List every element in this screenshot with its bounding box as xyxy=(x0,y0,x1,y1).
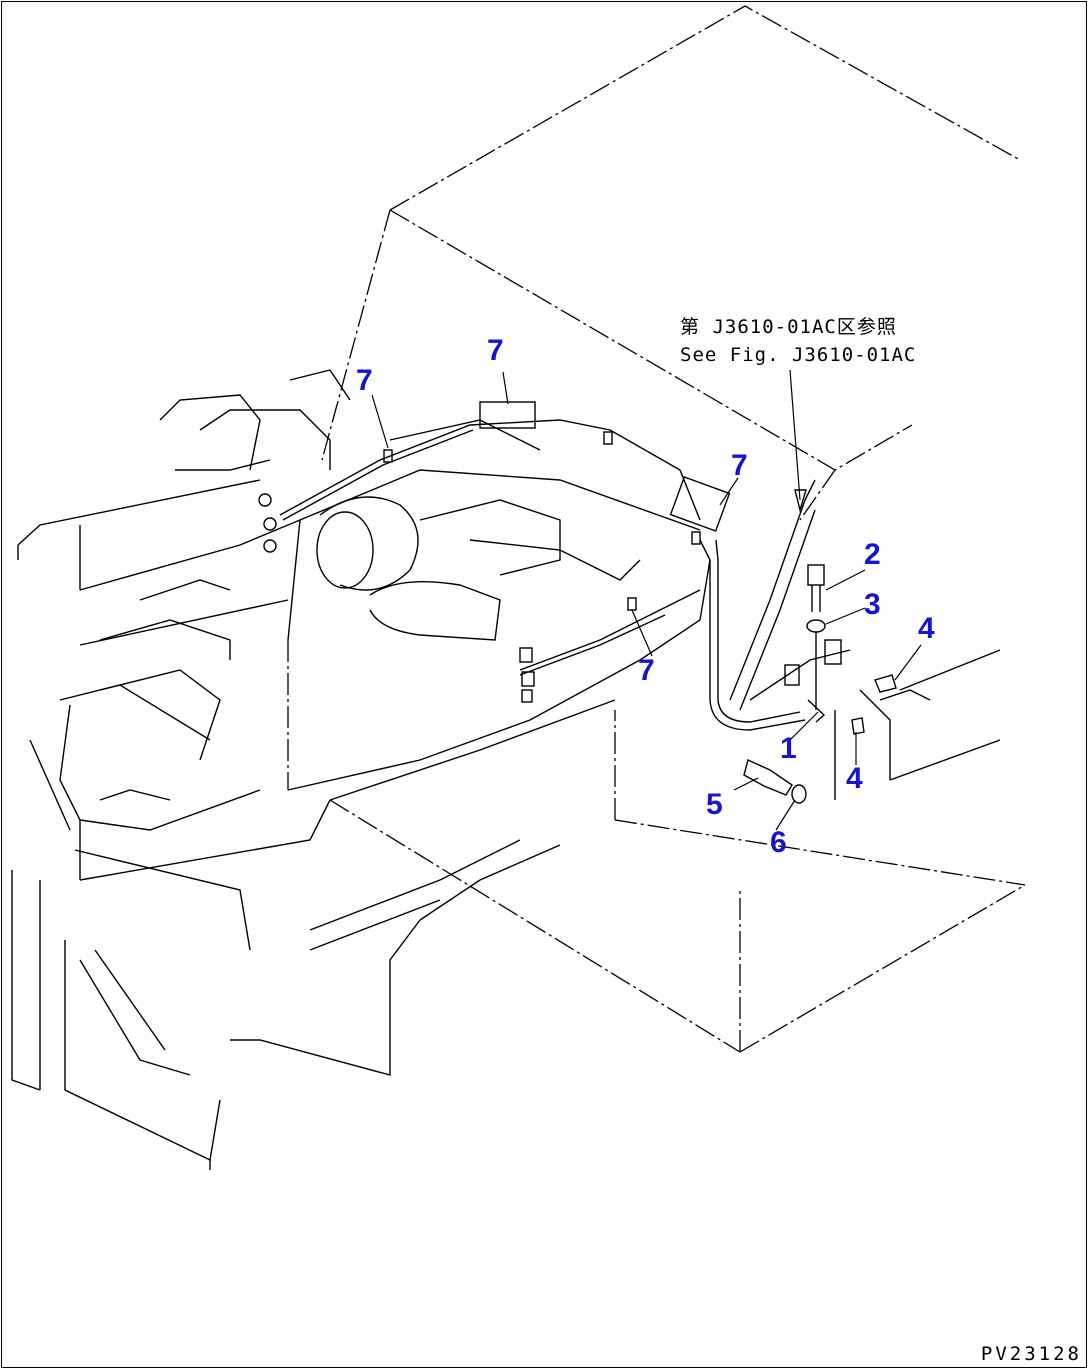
callout-2[interactable]: 2 xyxy=(864,538,881,571)
hardware-parts xyxy=(743,564,897,804)
leader-lines xyxy=(371,369,922,831)
wiring-harness xyxy=(279,419,851,731)
callout-7-left[interactable]: 7 xyxy=(356,364,373,397)
callout-5[interactable]: 5 xyxy=(706,788,723,821)
engine-frame-outline xyxy=(11,479,561,1170)
callout-4-upper[interactable]: 4 xyxy=(918,612,935,645)
engine-body xyxy=(99,369,731,801)
mounting-bracket xyxy=(834,649,1001,800)
reference-note-english: See Fig. J3610-01AC xyxy=(680,344,917,366)
callout-7-right[interactable]: 7 xyxy=(731,449,748,482)
callout-4-lower[interactable]: 4 xyxy=(846,762,863,795)
callout-6[interactable]: 6 xyxy=(770,826,787,859)
callout-7-bottom[interactable]: 7 xyxy=(638,654,655,687)
callout-3[interactable]: 3 xyxy=(864,588,881,621)
cab-outline xyxy=(287,5,1026,1053)
reference-note-japanese: 第 J3610-01AC区参照 xyxy=(680,316,897,338)
drawing-number: PV23128 xyxy=(980,1343,1082,1365)
callout-1[interactable]: 1 xyxy=(780,732,797,765)
callout-7-top[interactable]: 7 xyxy=(487,334,504,367)
